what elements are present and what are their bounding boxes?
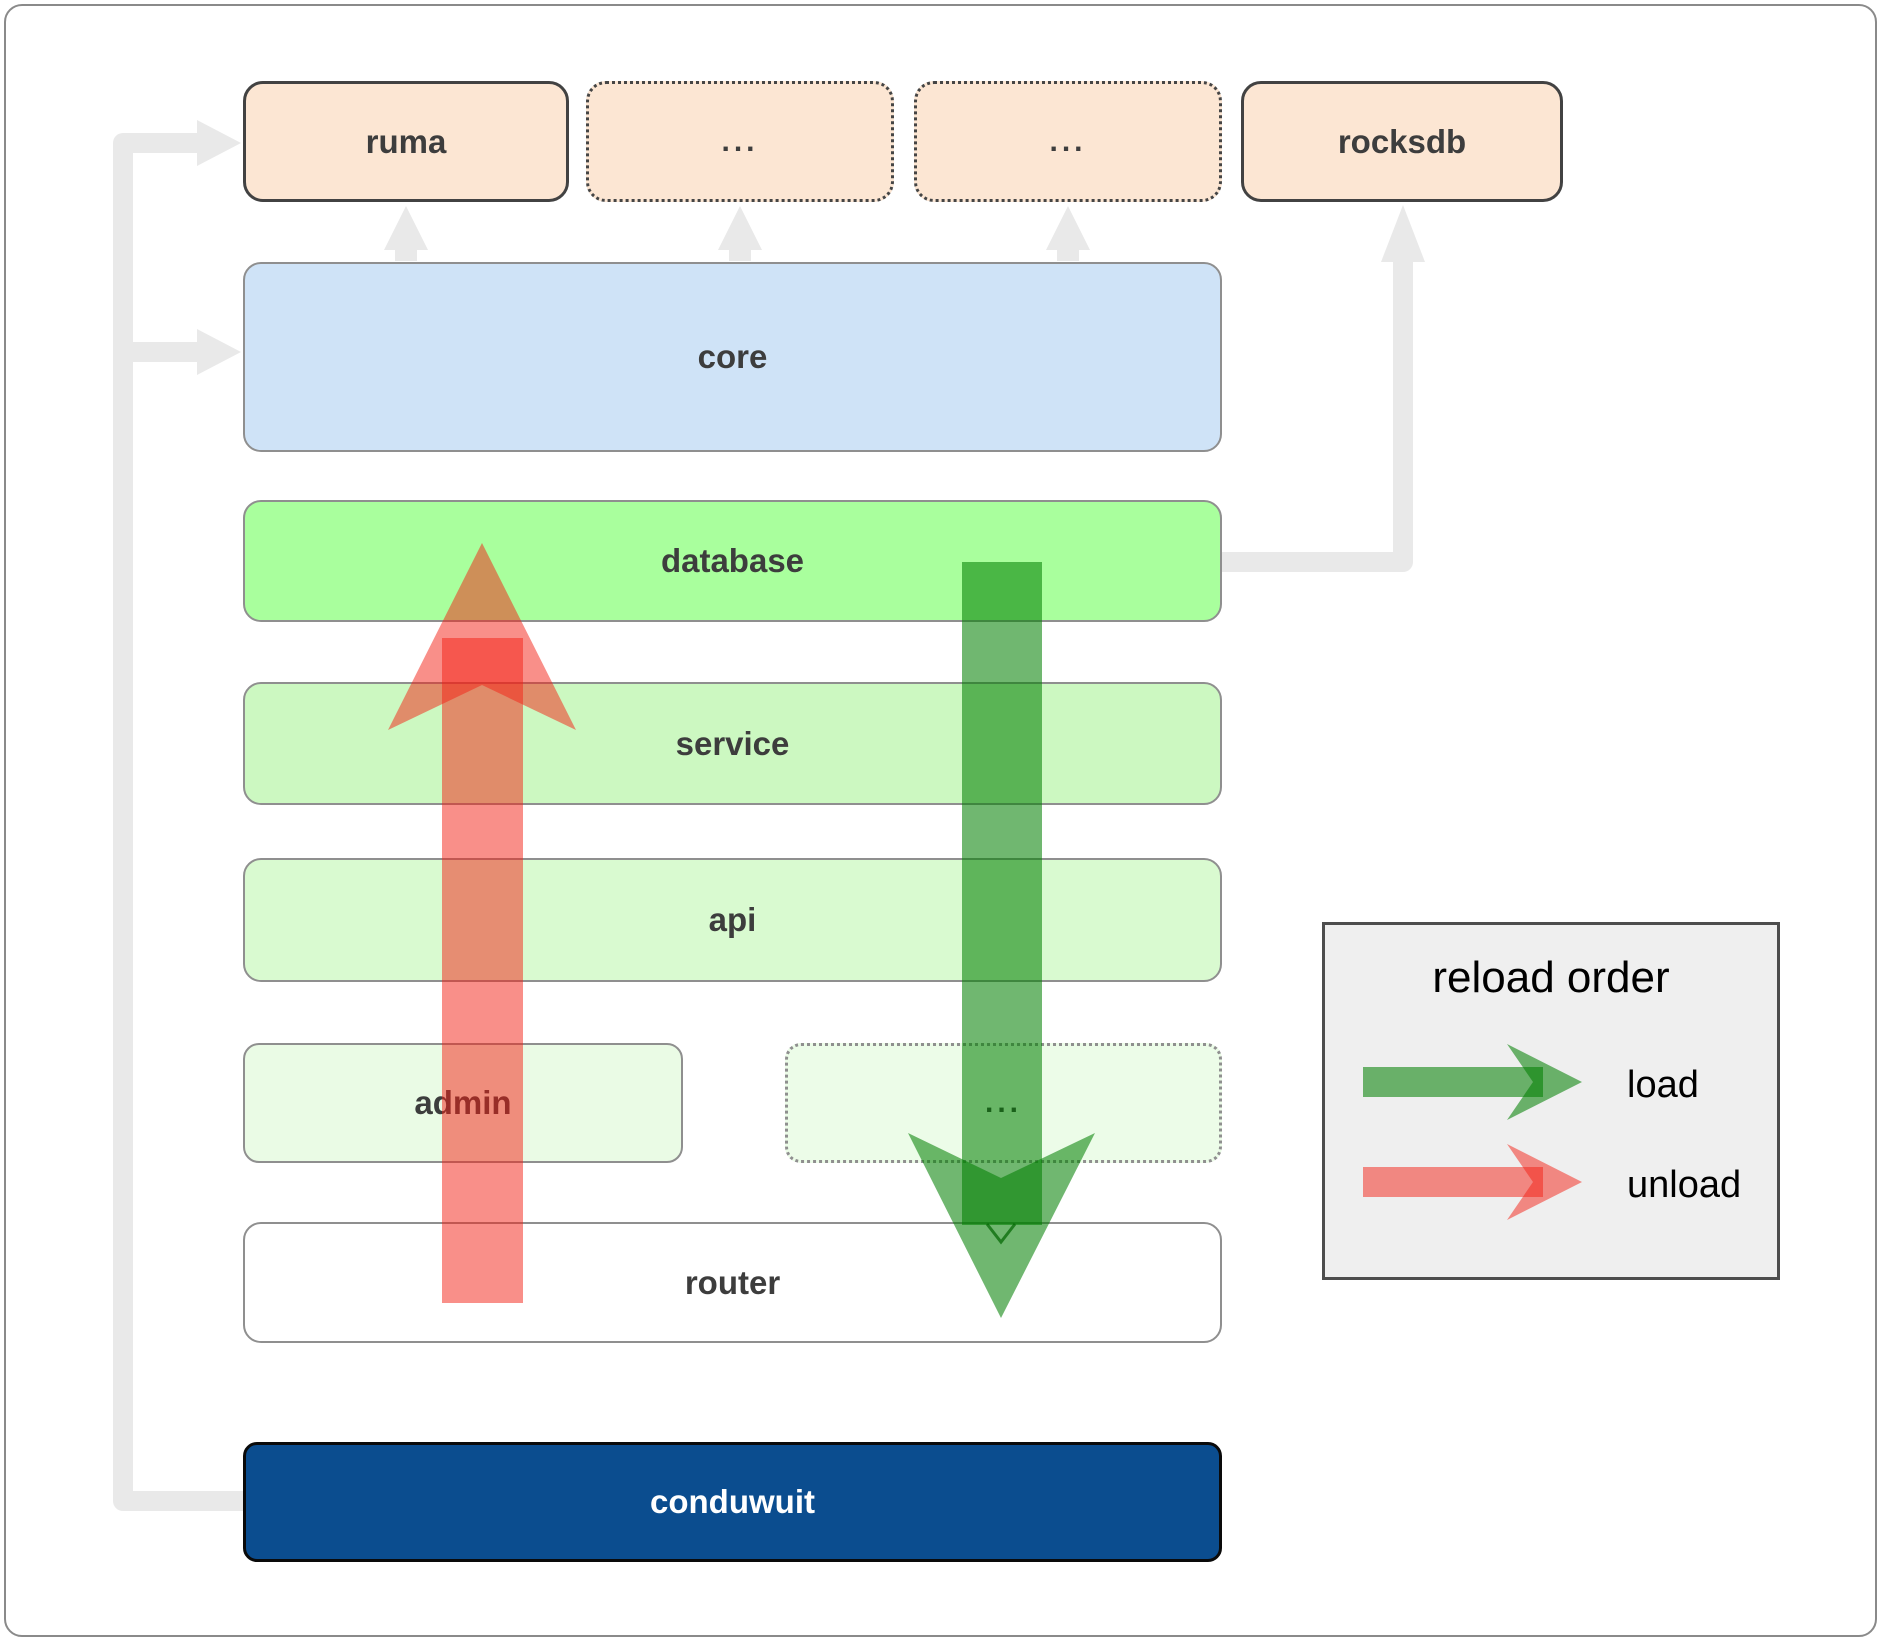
- node-admin: admin: [243, 1043, 683, 1163]
- node-ruma: ruma: [243, 81, 569, 202]
- node-api: api: [243, 858, 1222, 982]
- node-admin-label: admin: [414, 1084, 512, 1121]
- node-ellipsis-top-2-label: ...: [1049, 124, 1087, 158]
- node-ellipsis-admin-label: ...: [984, 1086, 1022, 1119]
- node-router-label: router: [684, 1263, 781, 1301]
- node-service-label: service: [675, 724, 790, 762]
- node-ruma-label: ruma: [365, 122, 447, 160]
- legend-unload-label: unload: [1627, 1164, 1742, 1206]
- node-ellipsis-top-1-label: ...: [721, 124, 759, 158]
- node-ellipsis-top-2: ...: [914, 81, 1222, 202]
- node-database-label: database: [660, 542, 805, 579]
- node-rocksdb-label: rocksdb: [1337, 122, 1467, 160]
- node-rocksdb: rocksdb: [1241, 81, 1563, 202]
- node-ellipsis-admin: ...: [785, 1043, 1222, 1163]
- node-core-label: core: [697, 338, 768, 375]
- legend-title: reload order: [1432, 953, 1670, 1002]
- node-conduwuit: conduwuit: [243, 1442, 1222, 1562]
- node-ellipsis-top-1: ...: [586, 81, 894, 202]
- node-database: database: [243, 500, 1222, 622]
- node-router: router: [243, 1222, 1222, 1343]
- node-api-label: api: [708, 901, 757, 938]
- node-service: service: [243, 682, 1222, 805]
- legend-load-label: load: [1627, 1064, 1699, 1106]
- node-conduwuit-label: conduwuit: [650, 1483, 815, 1520]
- legend-box: reload order load unload: [1322, 922, 1780, 1280]
- node-core: core: [243, 262, 1222, 452]
- outer-frame: [4, 4, 1877, 1637]
